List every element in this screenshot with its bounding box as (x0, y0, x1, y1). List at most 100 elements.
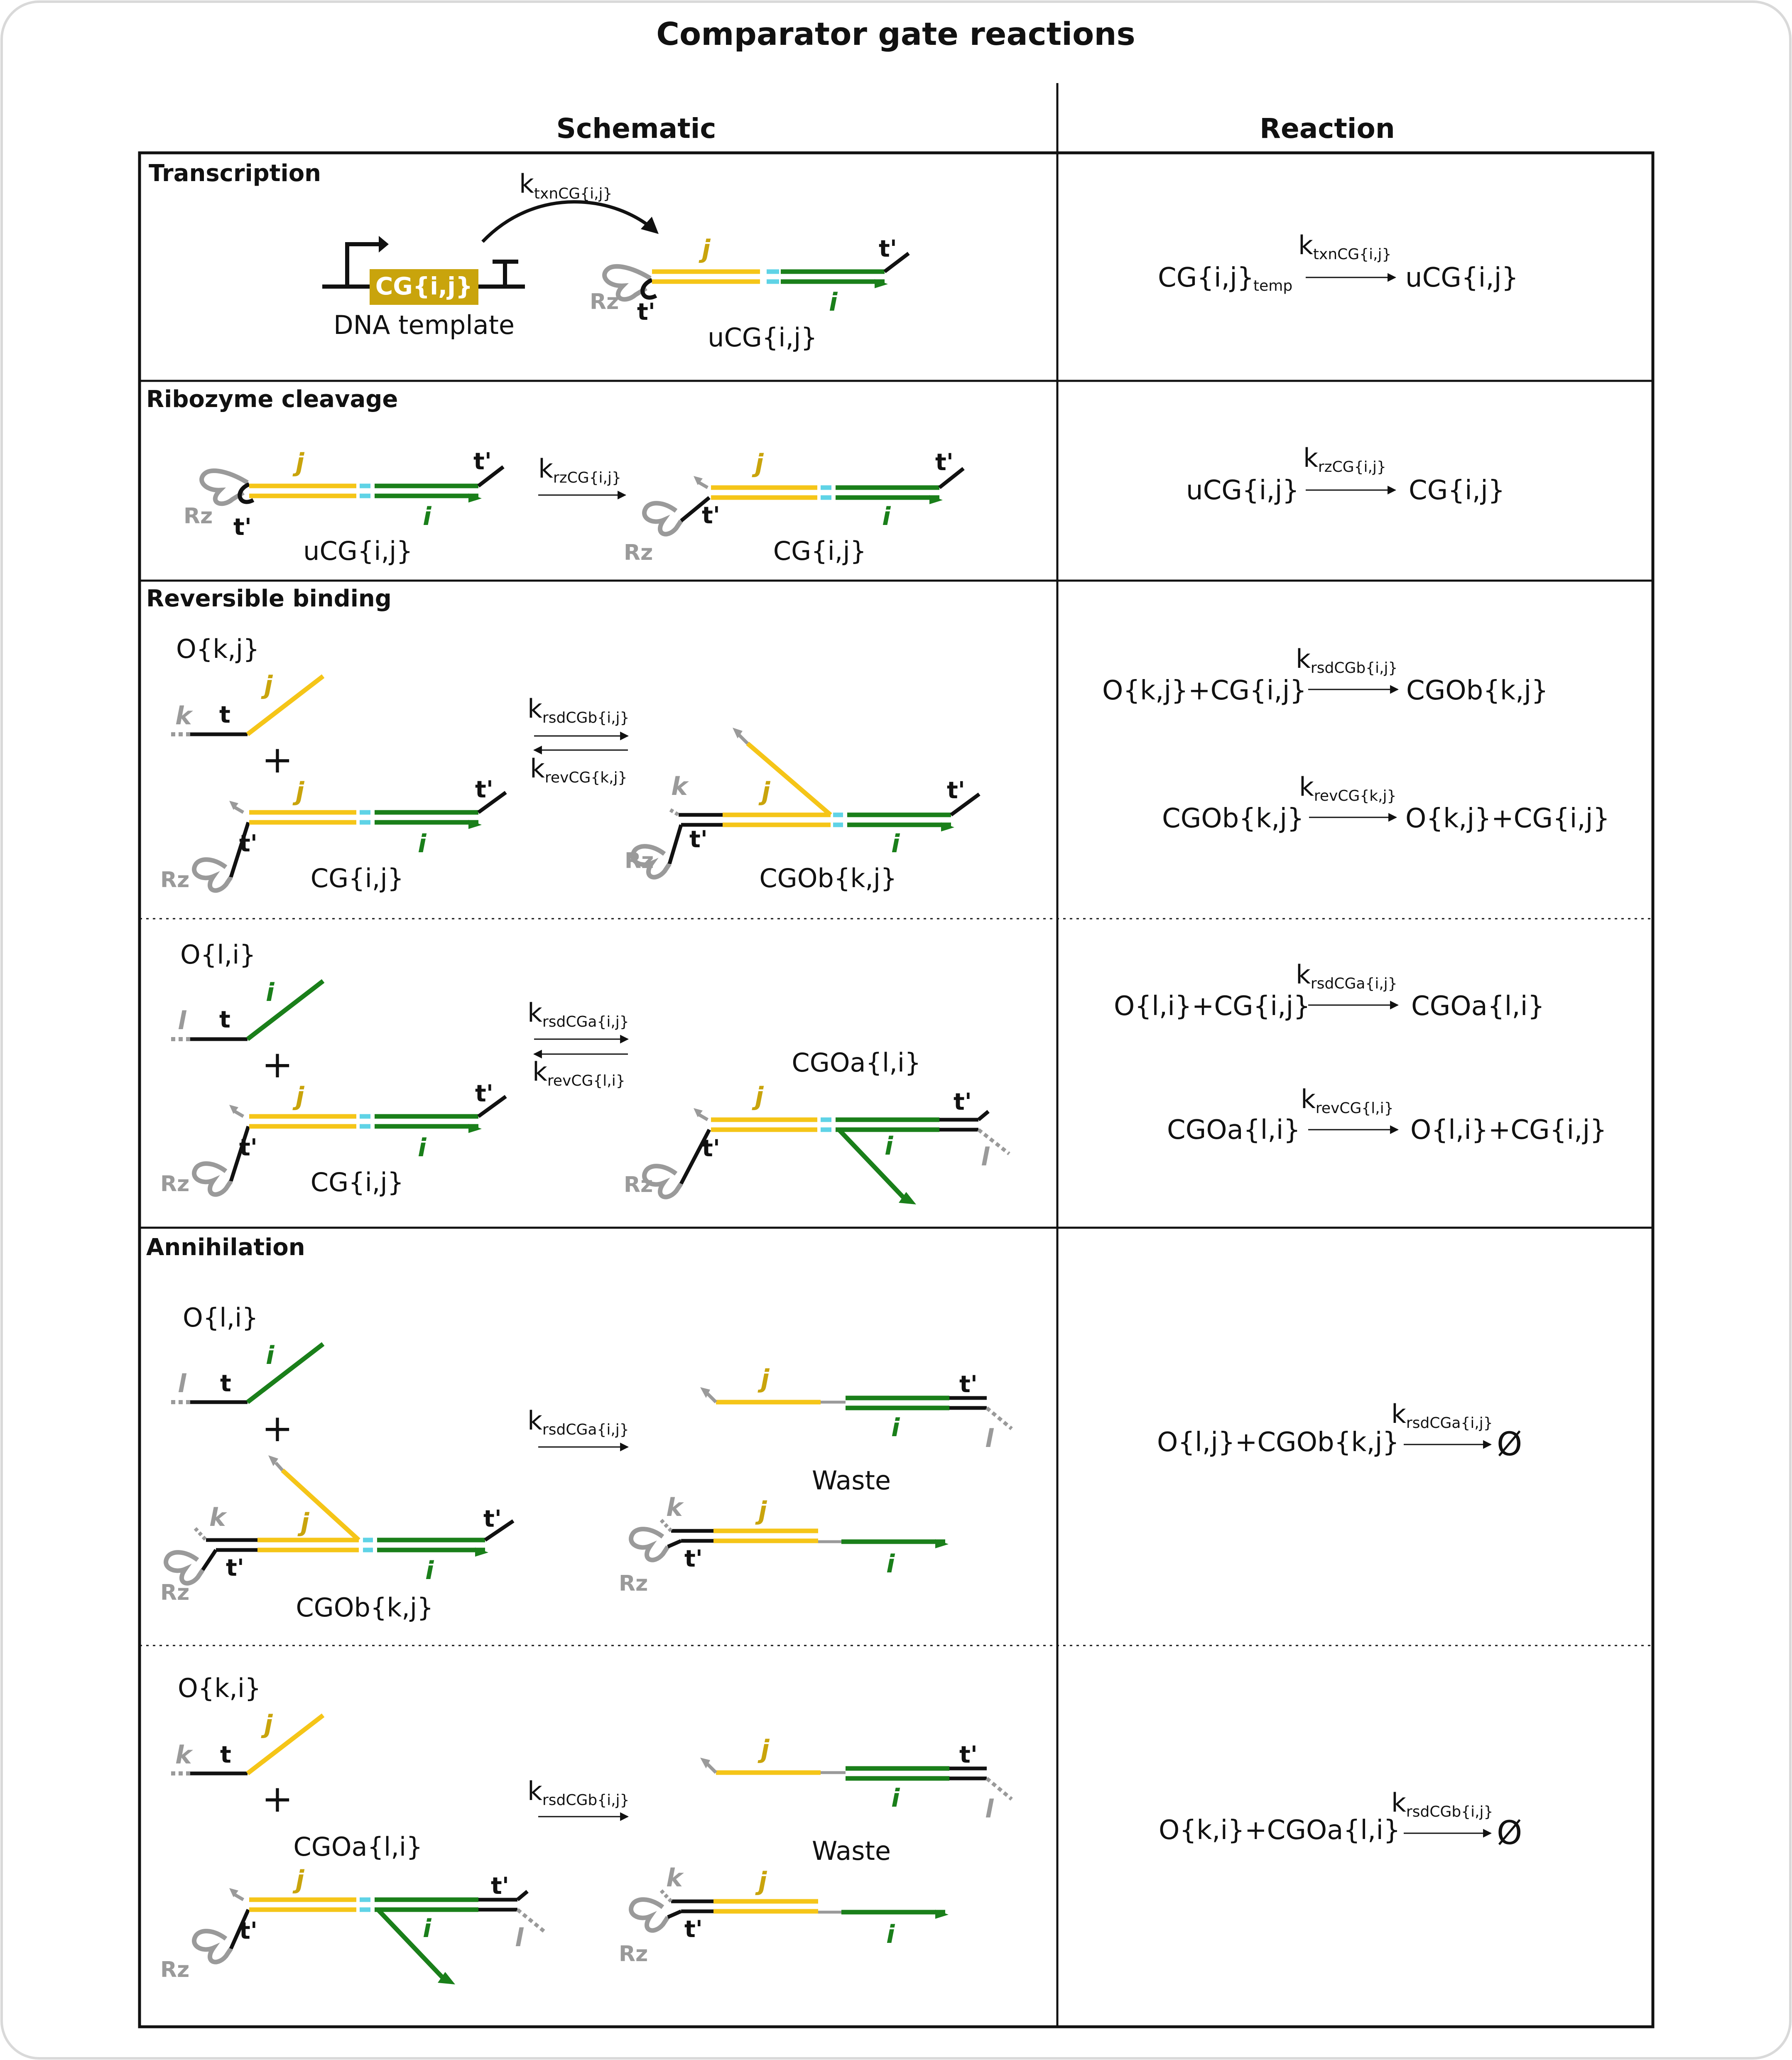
svg-text:krevCG{k,j}: krevCG{k,j} (530, 753, 628, 786)
svg-text:i: i (886, 1920, 895, 1949)
svg-text:CGOa{l,i}: CGOa{l,i} (1167, 1115, 1300, 1145)
svg-text:krzCG{i,j}: krzCG{i,j} (1303, 443, 1386, 476)
ribozyme-hairpin-icon (199, 468, 249, 506)
svg-text:CG{i,j}: CG{i,j} (311, 1167, 404, 1197)
uCG-label: uCG{i,j} (708, 322, 817, 353)
svg-text:i: i (423, 502, 432, 531)
gene-label: CG{i,j} (375, 272, 473, 300)
svg-text:Rz: Rz (184, 504, 213, 529)
ribozyme-hairpin-icon (192, 1929, 233, 1964)
svg-text:i: i (266, 978, 275, 1007)
figure-title: Comparator gate reactions (656, 15, 1135, 52)
svg-text:krsdCGb{i,j}: krsdCGb{i,j} (527, 1776, 629, 1809)
svg-text:uCG{i,j}: uCG{i,j} (1405, 262, 1518, 293)
svg-text:t': t' (491, 1873, 509, 1900)
oligo-O-ki: O{k,i} k t j (171, 1673, 325, 1776)
eq-binding-b-forward: O{k,j}+CG{i,j} krsdCGb{i,j} CGOb{k,j} (1102, 644, 1548, 706)
species-CG-ribozyme-product: j i t' t' Rz CG{i,j} (624, 449, 965, 566)
gene-box (370, 269, 478, 305)
svg-text:CGOb{k,j}: CGOb{k,j} (1406, 675, 1548, 706)
svg-text:O{k,j}+CG{i,j}: O{k,j}+CG{i,j} (1102, 675, 1307, 706)
svg-text:O{l,i}+CG{i,j}: O{l,i}+CG{i,j} (1410, 1115, 1607, 1145)
svg-text:Rz: Rz (590, 289, 619, 314)
svg-text:CGOb{k,j}: CGOb{k,j} (759, 863, 897, 893)
svg-text:t': t' (689, 826, 708, 853)
oligo-O-li-annihilation: O{l,i} l t i (171, 1302, 325, 1404)
svg-text:CGOa{l,i}: CGOa{l,i} (792, 1047, 921, 1078)
svg-text:t: t (219, 701, 230, 728)
species-CGOb-annihilation: k j i t' t' Rz CGOb{k,j} (160, 1455, 515, 1623)
template-label: DNA template (333, 310, 515, 340)
species-uCG-transcription: j i t' t' Rz uCG{i,j} (590, 235, 910, 353)
svg-text:krsdCGa{i,j}: krsdCGa{i,j} (1296, 959, 1397, 992)
transcription-arrow-icon (481, 200, 659, 243)
svg-text:ktxnCG{i,j}: ktxnCG{i,j} (1298, 230, 1391, 263)
svg-text:krsdCGa{i,j}: krsdCGa{i,j} (527, 998, 629, 1030)
svg-text:Rz: Rz (619, 1571, 648, 1596)
svg-text:t': t' (947, 777, 965, 804)
svg-text:O{l,i}+CG{i,j}: O{l,i}+CG{i,j} (1114, 991, 1310, 1022)
svg-text:t': t' (239, 830, 257, 857)
svg-text:krevCG{l,i}: krevCG{l,i} (532, 1057, 625, 1089)
svg-text:CG{i,j}: CG{i,j} (1158, 262, 1254, 293)
svg-text:O{l,i}: O{l,i} (183, 1302, 258, 1333)
table-frame (138, 83, 1655, 2028)
annihilation-2-rate-arrow: krsdCGb{i,j} (527, 1776, 629, 1821)
svg-text:k: k (671, 772, 689, 801)
reversible-arrows-icon-a: krsdCGa{i,j} krevCG{l,i} (527, 998, 629, 1089)
svg-text:Waste: Waste (812, 1465, 891, 1496)
svg-text:CGOb{k,j}: CGOb{k,j} (1162, 803, 1304, 834)
section-label-ribozyme: Ribozyme cleavage (146, 386, 398, 413)
promoter-arrow-icon (345, 236, 389, 287)
svg-text:krsdCGb{i,j}: krsdCGb{i,j} (1296, 644, 1397, 677)
svg-text:t: t (220, 1741, 231, 1768)
svg-text:i: i (886, 1550, 895, 1579)
svg-text:t': t' (239, 1134, 257, 1161)
header-reaction: Reaction (1260, 113, 1395, 145)
svg-text:t': t' (684, 1545, 703, 1572)
svg-text:t': t' (702, 502, 720, 529)
waste-annihilation-1: j i t' l Waste k j i t' Rz (619, 1364, 1013, 1596)
svg-text:k: k (209, 1503, 227, 1532)
svg-text:t': t' (684, 1916, 703, 1943)
svg-text:t: t (219, 1006, 230, 1033)
svg-text:i: i (829, 288, 838, 317)
svg-text:krzCG{i,j}: krzCG{i,j} (538, 454, 621, 486)
svg-text:i: i (418, 1133, 427, 1162)
svg-text:l: l (985, 1795, 994, 1824)
eq-binding-a-reverse: CGOa{l,i} krevCG{l,i} O{l,i}+CG{i,j} (1167, 1084, 1607, 1145)
svg-text:k: k (175, 1741, 193, 1770)
eq-annihilation-2: O{k,i}+CGOa{l,i} krsdCGb{i,j} Ø (1159, 1788, 1522, 1852)
svg-text:t': t' (483, 1506, 502, 1533)
svg-text:CG{i,j}: CG{i,j} (311, 863, 404, 893)
ribozyme-hairpin-icon (629, 1527, 670, 1562)
svg-text:i: i (266, 1341, 275, 1370)
svg-text:t': t' (475, 1080, 493, 1107)
section-label-annihilation: Annihilation (146, 1234, 305, 1261)
species-CGOa-annihilation: CGOa{l,i} j i t' t' l Rz (160, 1832, 545, 1984)
section-label-binding: Reversible binding (146, 585, 392, 612)
svg-text:krevCG{k,j}: krevCG{k,j} (1299, 772, 1397, 804)
svg-text:Rz: Rz (625, 849, 654, 873)
svg-text:O{l,j}+CGOb{k,j}: O{l,j}+CGOb{k,j} (1157, 1427, 1399, 1458)
svg-text:l: l (981, 1143, 990, 1172)
svg-text:+: + (262, 1043, 293, 1086)
reversible-arrows-icon-b: krsdCGb{i,j} krevCG{k,j} (527, 694, 629, 786)
ribozyme-hairpin-icon (192, 857, 233, 893)
svg-text:t': t' (702, 1135, 720, 1162)
svg-text:O{k,i}: O{k,i} (178, 1673, 261, 1703)
ribozyme-hairpin-icon (630, 844, 672, 880)
svg-text:CGOb{k,j}: CGOb{k,j} (296, 1592, 433, 1623)
svg-text:CGOa{l,i}: CGOa{l,i} (293, 1832, 422, 1862)
annihilation-1-rate-arrow: krsdCGa{i,j} (527, 1405, 629, 1452)
svg-text:t': t' (233, 514, 252, 541)
svg-text:t': t' (475, 776, 493, 803)
svg-text:i: i (891, 1784, 900, 1813)
svg-text:k: k (175, 701, 193, 731)
svg-text:Rz: Rz (160, 868, 189, 893)
svg-text:Waste: Waste (812, 1836, 891, 1866)
transcription-rate: ktxnCG{i,j} (519, 169, 612, 202)
svg-text:l: l (515, 1923, 524, 1952)
ribozyme-hairpin-icon (642, 1164, 683, 1199)
